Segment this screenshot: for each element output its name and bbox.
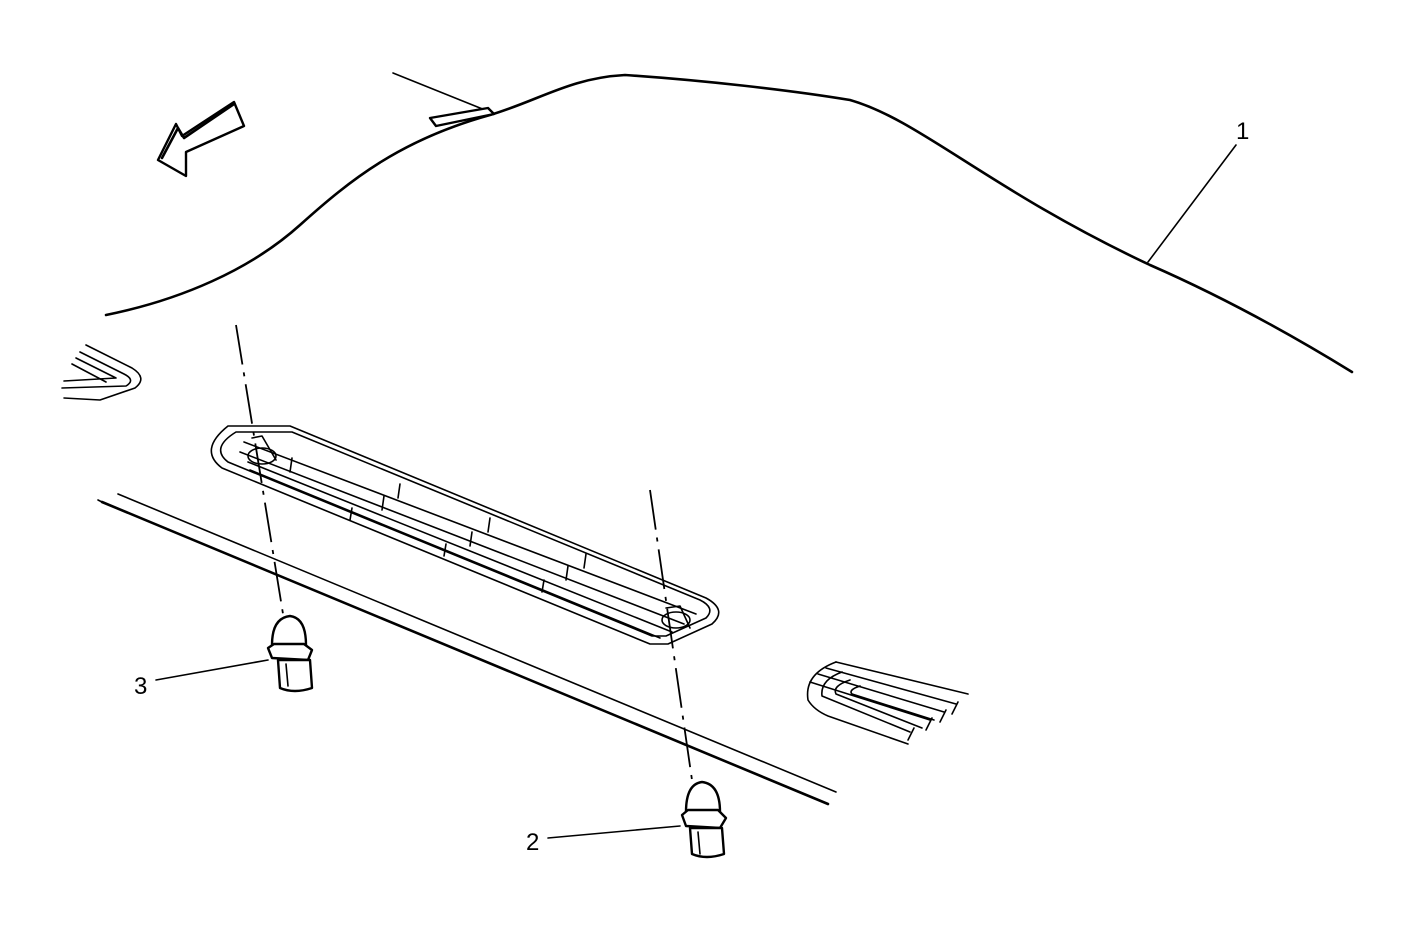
roof-trim-lines — [97, 493, 837, 806]
callout-2: 2 — [526, 829, 539, 856]
installation-guide-lines — [235, 324, 693, 781]
leader-lines — [155, 144, 1237, 839]
right-side-vent — [806, 661, 969, 745]
retainer-part-2 — [680, 780, 728, 859]
center-vent-grille — [210, 425, 720, 645]
left-side-vent — [61, 344, 142, 401]
callout-1: 1 — [1236, 118, 1249, 145]
forward-arrow-icon — [156, 100, 246, 178]
retainer-part-3 — [266, 614, 314, 693]
roof-headliner-outline — [104, 72, 1354, 374]
callout-3: 3 — [134, 673, 147, 700]
